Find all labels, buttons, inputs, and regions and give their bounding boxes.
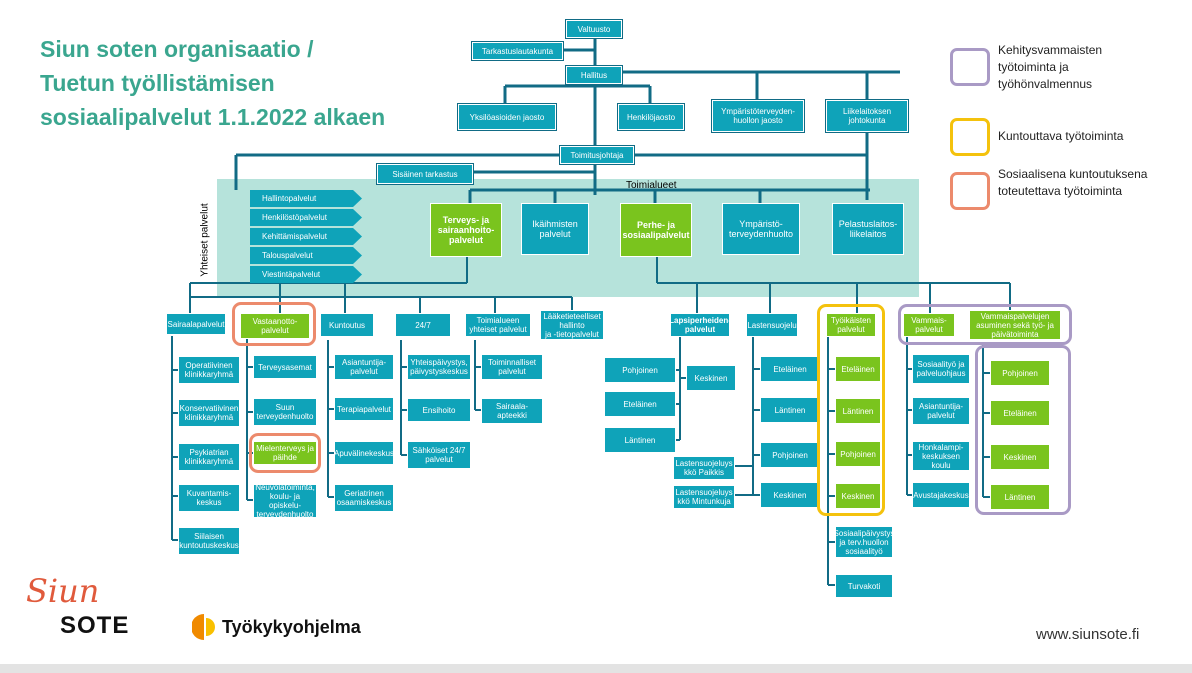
sector-perhe: Perhe- ja sosiaalipalvelut <box>620 203 692 257</box>
toimitusjohtaja-box: Toimitusjohtaja <box>559 145 635 165</box>
kuntoutus-item-3: Apuvälinekeskus <box>334 441 394 465</box>
h247-item-3: Sähköiset 24/7 palvelut <box>407 441 471 469</box>
lapsiperhe-area-3: Läntinen <box>604 427 676 453</box>
sosiaalipaivystys-box: Sosiaalipäivystys ja terv.huollon sosiaa… <box>835 526 893 558</box>
frame-vammais-top <box>898 304 1072 345</box>
paikkis-box: Lastensuojeluys kkö Paikkis <box>673 456 735 480</box>
tyoikaiset-item-2: Läntinen <box>835 398 881 424</box>
vammais-item-1: Sosiaalityö ja palveluohjaus <box>912 354 970 384</box>
title-line-3: sosiaalipalvelut 1.1.2022 alkaen <box>40 104 386 130</box>
tarkastuslautakunta-box: Tarkastuslautakunta <box>471 41 564 61</box>
turvakoti-box: Turvakoti <box>835 574 893 598</box>
frame-tyoikaiset <box>817 304 885 516</box>
lapsiperhe-area-1: Pohjoinen <box>604 357 676 383</box>
kuntoutus-item-4: Geriatrinen osaamiskeskus <box>334 484 394 512</box>
sairaala-item-4: Kuvantamis- keskus <box>178 484 240 512</box>
mintunkuja-box: Lastensuojeluys kkö Mintunkuja <box>673 485 735 509</box>
legend-label-3: Sosiaalisena kuntoutuksena toteutettava … <box>998 167 1148 198</box>
sairaalapalvelut-box: Sairaalapalvelut <box>166 313 226 335</box>
valtuusto-box: Valtuusto <box>565 19 623 39</box>
sector-pelastus: Pelastuslaitos- liikelaitos <box>832 203 904 255</box>
frame-vastaanotto <box>232 302 316 346</box>
shared-service-5: Viestintäpalvelut <box>250 266 362 283</box>
sisainen-tarkastus-box: Sisäinen tarkastus <box>376 163 474 185</box>
tyokyky-logo-icon <box>192 614 215 640</box>
hallitus-box: Hallitus <box>565 65 623 85</box>
sairaala-item-3: Psykiatrian klinikkaryhmä <box>178 443 240 471</box>
toim-item-2: Sairaala-apteekki <box>481 398 543 424</box>
vammais-item-2: Asiantuntija- palvelut <box>912 397 970 425</box>
website-link[interactable]: www.siunsote.fi <box>1036 626 1140 643</box>
sector-ymparisto: Ympäristö- terveydenhuolto <box>722 203 800 255</box>
legend-label-2: Kuntouttava työtoiminta <box>998 129 1124 143</box>
bottom-bar <box>0 664 1192 673</box>
lastensuojelu-item-4: Keskinen <box>760 482 820 508</box>
title-line-1: Siun soten organisaatio / <box>40 36 314 62</box>
sectors-label: Toimialueet <box>626 180 677 191</box>
lastensuojelu-item-2: Läntinen <box>760 397 820 423</box>
lastensuojelu-item-3: Pohjoinen <box>760 442 820 468</box>
vastaanotto-item-3: Mielenterveys ja päihde <box>253 441 317 465</box>
h247-box: 24/7 <box>395 313 451 337</box>
yksiloasioiden-jaosto-box: Yksilöasioiden jaosto <box>457 103 557 131</box>
kuntoutus-item-1: Asiantuntija- palvelut <box>334 354 394 380</box>
h247-item-1: Yhteispäivystys, päivystyskeskus <box>407 354 471 380</box>
tyokykyohjelma-logo-text: Työkykyohjelma <box>222 617 361 637</box>
shared-service-1: Hallintopalvelut <box>250 190 362 207</box>
sairaala-item-2: Konservatiivinen klinikkaryhmä <box>178 399 240 427</box>
frame-mielenterveys <box>249 433 321 473</box>
page-title: Siun soten organisaatio / Tuetun työllis… <box>40 32 460 134</box>
liikelaitoksen-johtokunta-box: Liikelaitoksen johtokunta <box>825 99 909 133</box>
lapsiperhe-area-2: Eteläinen <box>604 391 676 417</box>
toim-item-1: Toiminnalliset palvelut <box>481 354 543 380</box>
kuntoutus-item-2: Terapiapalvelut <box>334 397 394 421</box>
sector-ikaihmiset: Ikäihmisten palvelut <box>521 203 589 255</box>
vastaanotto-item-1: Terveysasemat <box>253 355 317 379</box>
legend-swatch-1 <box>950 48 990 86</box>
vammaispalvelut-box: Vammais- palvelut <box>903 313 955 337</box>
legend-swatch-3 <box>950 172 990 210</box>
ymparistoterveydenhuollon-jaosto-box: Ympäristöterveyden- huollon jaosto <box>711 99 805 133</box>
sairaala-item-5: Siilaisen kuntoutuskeskus <box>178 527 240 555</box>
henkilojaosto-box: Henkilöjaosto <box>617 103 685 131</box>
vamm-asuminen-item-3: Keskinen <box>990 444 1050 470</box>
legend-label-1: Kehitysvammaisten työtoiminta ja työhönv… <box>998 43 1103 91</box>
tyoikaiset-item-1: Eteläinen <box>835 356 881 382</box>
vammaispalvelujen-asuminen-box: Vammaispalvelujen asuminen sekä työ- ja … <box>969 310 1061 340</box>
lastensuojelu-item-1: Eteläinen <box>760 356 820 382</box>
vamm-asuminen-item-1: Pohjoinen <box>990 360 1050 386</box>
shared-service-4: Talouspalvelut <box>250 247 362 264</box>
lapsiperhe-keskinen: Keskinen <box>686 365 736 391</box>
sote-logo-text: SOTE <box>60 612 130 639</box>
sector-terveys: Terveys- ja sairaanhoito- palvelut <box>430 203 502 257</box>
tyoikaisten-box: Työikäisten palvelut <box>826 313 876 337</box>
siun-logo-script: Siun <box>26 572 100 610</box>
sairaala-item-1: Operatiivinen klinikkaryhmä <box>178 356 240 384</box>
frame-vammais-asuminen <box>975 345 1071 515</box>
laaketieteelliset-box: Lääketieteelliset hallinto ja -tietopalv… <box>540 310 604 340</box>
legend-swatch-2 <box>950 118 990 156</box>
lapsiperheiden-box: Lapsiperheiden- palvelut <box>670 313 730 337</box>
title-line-2: Tuetun työllistämisen <box>40 70 275 96</box>
vastaanotto-item-2: Suun terveydenhuolto <box>253 398 317 426</box>
vamm-asuminen-item-2: Eteläinen <box>990 400 1050 426</box>
shared-service-2: Henkilöstöpalvelut <box>250 209 362 226</box>
h247-item-2: Ensihoito <box>407 398 471 422</box>
vammais-item-4: Avustajakeskus <box>912 482 970 508</box>
tyoikaiset-item-4: Keskinen <box>835 483 881 509</box>
toimialueen-yhteiset-box: Toimialueen yhteiset palvelut <box>465 313 531 337</box>
shared-services-label: Yhteiset palvelut <box>199 203 211 277</box>
tyoikaiset-item-3: Pohjoinen <box>835 441 881 467</box>
vastaanottopalvelut-box: Vastaanotto- palvelut <box>240 313 310 339</box>
vamm-asuminen-item-4: Läntinen <box>990 484 1050 510</box>
kuntoutus-box: Kuntoutus <box>320 313 374 337</box>
vammais-item-3: Honkalampi- keskuksen koulu <box>912 441 970 471</box>
shared-service-3: Kehittämispalvelut <box>250 228 362 245</box>
lastensuojelu-box: Lastensuojelu <box>746 313 798 337</box>
vastaanotto-item-4: Neuvolatoiminta, koulu- ja opiskelu- ter… <box>253 484 317 518</box>
